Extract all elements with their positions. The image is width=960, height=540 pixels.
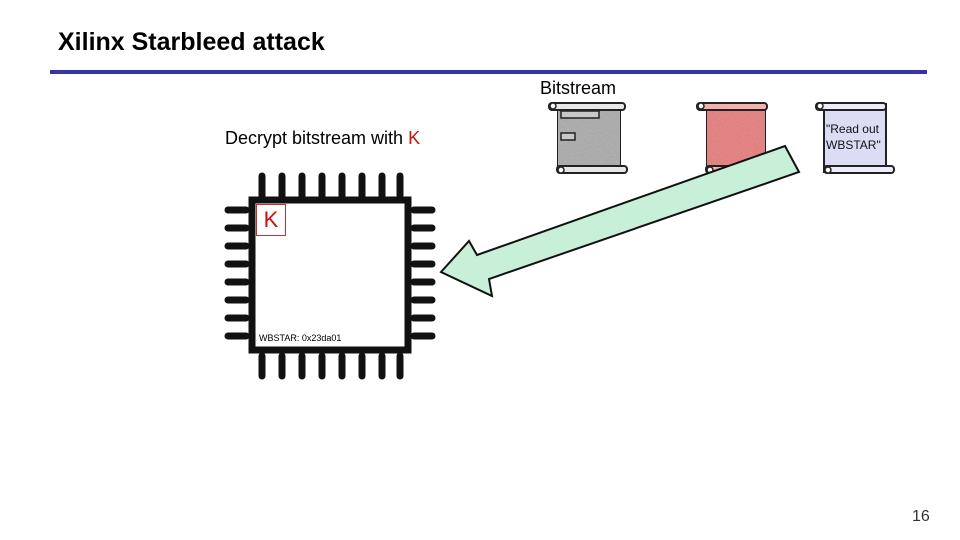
plain-scroll-icon [548,102,628,174]
decrypt-instruction-prefix: Decrypt bitstream with [225,128,409,148]
page-number: 16 [912,508,930,525]
fpga-chip-icon [224,172,436,380]
command-scroll-text: "Read out WBSTAR" [826,122,881,152]
arrow-icon [439,144,801,298]
slide-title: Xilinx Starbleed attack [58,28,325,56]
title-underline [50,70,927,74]
wbstar-register: WBSTAR: 0x23da01 [259,333,342,343]
decrypt-instruction-key: K [408,128,421,148]
decrypt-instruction: Decrypt bitstream with K [225,128,420,149]
key-register: K [256,204,286,236]
command-scroll-icon [815,102,895,174]
bitstream-label: Bitstream [540,78,617,98]
